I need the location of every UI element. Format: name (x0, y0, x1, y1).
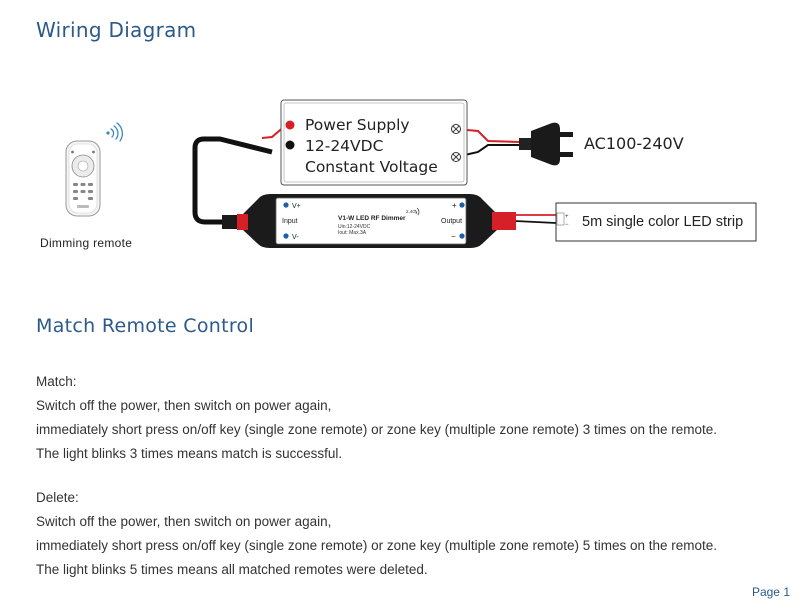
delete-line: immediately short press on/off key (sing… (36, 538, 718, 553)
power-supply-label: Power Supply (305, 116, 410, 134)
svg-text:+: + (565, 214, 569, 220)
delete-line: Switch off the power, then switch on pow… (36, 514, 332, 529)
dimming-remote-label: Dimming remote (40, 236, 133, 250)
svg-text:Uin:12-24VDC: Uin:12-24VDC (338, 224, 371, 230)
svg-text:+: + (452, 201, 457, 210)
match-remote-title: Match Remote Control (36, 315, 255, 337)
led-rf-dimmer: V+ V- Input Output + − V1-W LED RF Dimme… (222, 194, 516, 248)
delete-line: The light blinks 5 times means all match… (36, 562, 428, 577)
svg-text:−: − (565, 222, 569, 228)
svg-text:−: − (451, 232, 456, 241)
ac-plug (519, 122, 573, 166)
page-number: Page 1 (751, 585, 790, 599)
wiring-diagram-title: Wiring Diagram (36, 18, 197, 42)
match-line: The light blinks 3 times means match is … (36, 446, 343, 461)
wire-strip-black (514, 220, 557, 224)
svg-text:Output: Output (441, 218, 462, 225)
led-strip-label: 5m single color LED strip (582, 214, 743, 230)
match-line: Switch off the power, then switch on pow… (36, 398, 332, 413)
rf-signal-icon (414, 207, 420, 216)
power-supply-voltage: 12-24VDC (305, 137, 383, 155)
svg-text:V+: V+ (292, 203, 301, 210)
match-instructions: Match: Switch off the power, then switch… (36, 370, 717, 466)
svg-text:V1-W LED RF Dimmer: V1-W LED RF Dimmer (338, 215, 406, 222)
delete-instructions: Delete: Switch off the power, then switc… (36, 486, 717, 582)
dimming-remote (65, 140, 101, 217)
ac-input-label: AC100-240V (584, 134, 684, 153)
svg-text:Iout: Max.3A: Iout: Max.3A (338, 230, 367, 236)
svg-text:Input: Input (282, 218, 298, 225)
led-strip: + − 5m single color LED strip (555, 202, 757, 242)
match-line: immediately short press on/off key (sing… (36, 422, 718, 437)
wire-black-loop (192, 136, 273, 225)
wiring-diagram: Power Supply 12-24VDC Constant Voltage A… (65, 99, 757, 248)
delete-heading: Delete: (36, 490, 79, 505)
wireless-signal-icon (106, 122, 123, 142)
match-heading: Match: (36, 374, 77, 389)
svg-text:2.4G: 2.4G (406, 209, 416, 214)
svg-text:V-: V- (292, 234, 299, 241)
power-supply-type: Constant Voltage (305, 158, 438, 176)
power-supply: Power Supply 12-24VDC Constant Voltage (280, 99, 468, 186)
